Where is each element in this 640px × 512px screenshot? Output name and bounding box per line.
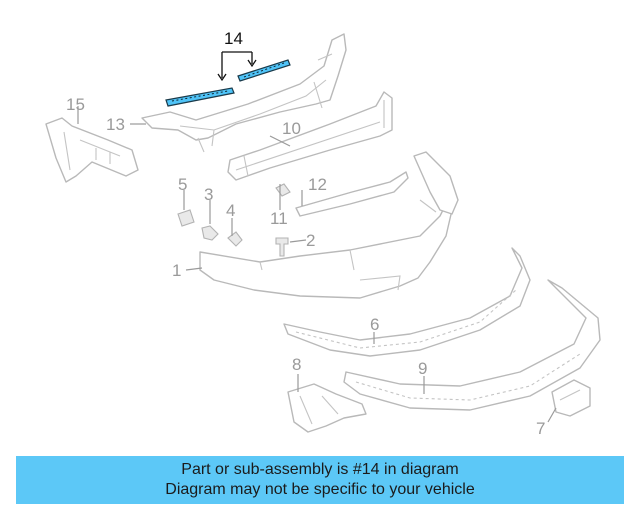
callout-1: 1 <box>172 261 181 280</box>
parts-diagram: 14 15 13 10 12 5 3 4 11 2 1 6 8 9 7 <box>45 29 601 438</box>
callout-4: 4 <box>226 201 235 220</box>
callout-12: 12 <box>308 175 327 194</box>
leader-lines <box>77 51 557 423</box>
callout-6: 6 <box>370 315 379 334</box>
callout-13: 13 <box>106 115 125 134</box>
callout-11: 11 <box>270 209 288 228</box>
info-banner: Part or sub-assembly is #14 in diagram D… <box>16 456 624 504</box>
callout-8: 8 <box>292 355 301 374</box>
callout-2: 2 <box>306 231 315 250</box>
part-6-lower-strip <box>283 247 531 357</box>
banner-line-1: Part or sub-assembly is #14 in diagram <box>181 461 459 478</box>
part-9-lower-valance-strip <box>343 279 601 411</box>
part-8-mount-bracket <box>287 383 367 433</box>
callout-9: 9 <box>418 359 427 378</box>
part-11-fastener <box>275 183 291 197</box>
part-13-reinforcement-bracket <box>141 33 347 153</box>
part-14-highlighted-strips <box>165 59 291 107</box>
part-4-nut <box>227 231 243 247</box>
banner-line-2: Diagram may not be specific to your vehi… <box>165 481 475 498</box>
callout-7: 7 <box>536 419 545 438</box>
callout-10: 10 <box>282 119 301 138</box>
part-7-cover-cap <box>551 379 591 417</box>
callout-3: 3 <box>204 185 213 204</box>
part-12-molding <box>295 171 409 217</box>
callout-labels: 14 15 13 10 12 5 3 4 11 2 1 6 8 9 7 <box>66 29 545 438</box>
part-3-screw <box>201 225 219 241</box>
callout-14: 14 <box>224 29 243 48</box>
callout-15: 15 <box>66 95 85 114</box>
part-15-side-bracket <box>45 117 139 183</box>
part-2-bolt <box>275 237 289 257</box>
part-1-bumper-cover <box>199 151 459 299</box>
part-10-absorber-bar <box>227 91 393 181</box>
part-5-clip <box>177 209 195 227</box>
callout-5: 5 <box>178 175 187 194</box>
